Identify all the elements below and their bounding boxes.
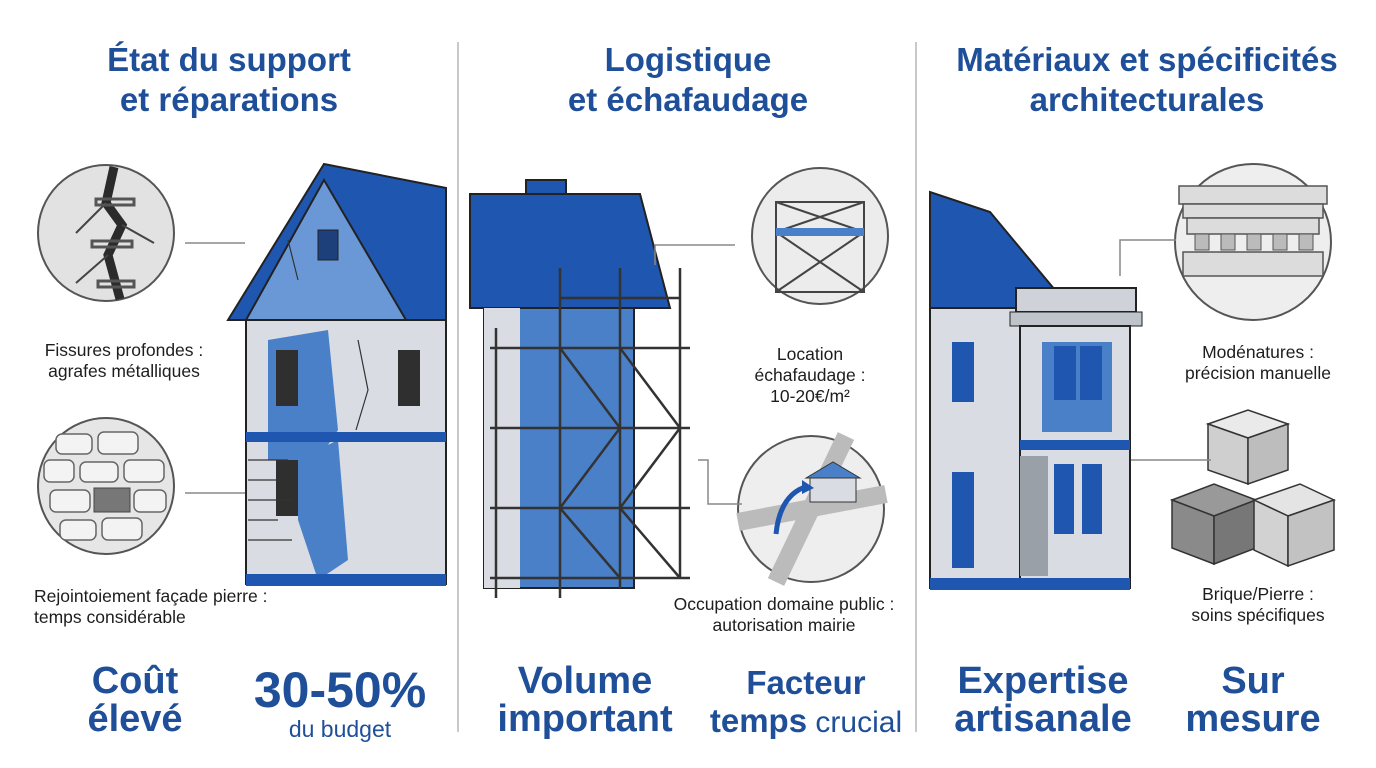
column-title-support: État du support et réparations bbox=[107, 41, 351, 118]
city-hall-map-icon bbox=[736, 432, 888, 586]
leader-line bbox=[1119, 239, 1176, 276]
column-divider bbox=[457, 42, 459, 732]
stone-building-illustration bbox=[929, 190, 1143, 590]
tag-high-cost: Coût élevé bbox=[87, 660, 183, 740]
column-logistics: Logistique et échafaudage Lo bbox=[460, 0, 916, 768]
column-support-repairs: État du support et réparations Fissures … bbox=[0, 0, 458, 768]
callout-mouldings: Modénatures : précision manuelle bbox=[1185, 342, 1331, 383]
scaffold-icon bbox=[751, 167, 889, 305]
stone-joints-icon bbox=[37, 417, 175, 555]
crack-staples-icon bbox=[37, 164, 175, 302]
column-title-logistics: Logistique et échafaudage bbox=[567, 41, 809, 118]
leader-line bbox=[185, 242, 245, 244]
tag-custom-made: Sur mesure bbox=[1185, 660, 1321, 740]
tag-craft-expertise: Expertise artisanale bbox=[954, 660, 1132, 740]
brick-stone-blocks-icon bbox=[1169, 409, 1336, 568]
cracked-house-illustration bbox=[226, 162, 447, 586]
tag-large-volume: Volume important bbox=[497, 660, 673, 740]
callout-brick-stone: Brique/Pierre : soins spécifiques bbox=[1191, 584, 1325, 625]
callout-stone-repointing: Rejointoiement façade pierre : temps con… bbox=[34, 586, 268, 627]
leader-line bbox=[698, 459, 742, 505]
leader-line bbox=[654, 244, 735, 265]
cornice-molding-icon bbox=[1174, 163, 1332, 321]
leader-line bbox=[185, 492, 245, 494]
callout-deep-cracks: Fissures profondes : agrafes métalliques bbox=[44, 340, 204, 381]
tag-time-factor: Facteur temps crucial bbox=[709, 664, 903, 739]
leader-line bbox=[1131, 459, 1211, 461]
tag-budget-share: 30-50% du budget bbox=[253, 662, 427, 742]
scaffolded-house-illustration bbox=[469, 179, 690, 598]
column-divider bbox=[915, 42, 917, 732]
callout-scaffold-rental: Location échafaudage : 10-20€/m² bbox=[754, 344, 866, 406]
callout-public-domain: Occupation domaine public : autorisation… bbox=[673, 594, 895, 635]
column-title-materials: Matériaux et spécificités architecturale… bbox=[956, 41, 1338, 118]
column-materials: Matériaux et spécificités architecturale… bbox=[918, 0, 1376, 768]
